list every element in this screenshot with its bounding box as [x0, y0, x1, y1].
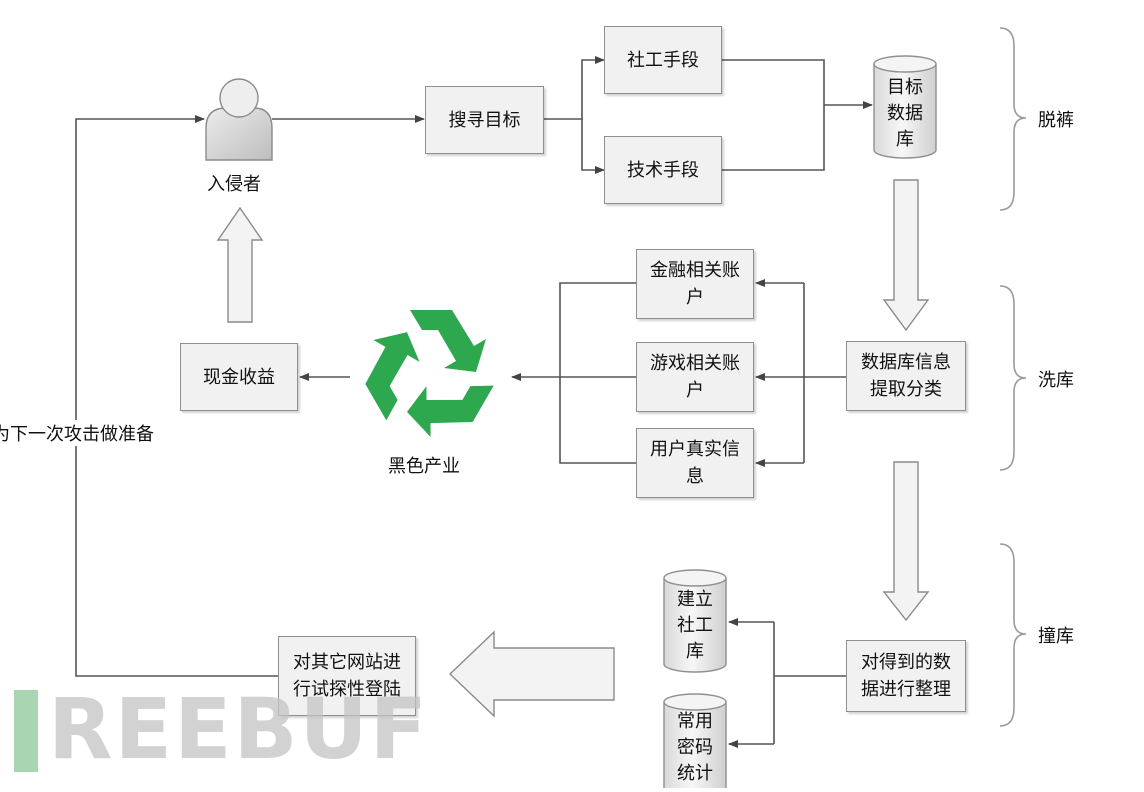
intruder-label: 入侵者	[207, 174, 261, 195]
node-target-db: 目标 数据 库	[887, 76, 923, 151]
node-social-db: 建立 社工 库	[677, 588, 713, 663]
node-try-login: 对其它网站进 行试探性登陆	[278, 636, 416, 716]
cylinder-target-db	[873, 55, 937, 159]
arrow-search-to-social	[544, 56, 605, 120]
arrow-loop-back	[75, 115, 278, 677]
stage-label-stage1: 脱裤	[1038, 110, 1074, 131]
brace-stage3	[999, 543, 1027, 727]
recycle-arrow-3	[365, 332, 420, 421]
arrow-search-to-tech	[581, 119, 605, 174]
node-organize-data: 对得到的数 据进行整理	[846, 640, 966, 712]
node-password-stats: 常用 密码 统计	[677, 710, 713, 785]
node-finance-accounts: 金融相关账 户	[636, 249, 754, 319]
stage-label-stage3: 撞库	[1038, 626, 1074, 647]
node-search-target: 搜寻目标	[425, 86, 544, 154]
cylinder-password-stats	[663, 693, 727, 788]
node-cash-income: 现金收益	[180, 343, 298, 411]
arrow-means-to-targetdb	[722, 59, 825, 171]
node-tech-means: 技术手段	[604, 136, 722, 204]
brace-stage2	[999, 285, 1027, 471]
node-game-accounts: 游戏相关账 户	[636, 342, 754, 412]
watermark-bar	[14, 690, 38, 772]
loop-label: 为下一次攻击做准备	[0, 420, 156, 446]
node-db-extract: 数据库信息 提取分类	[846, 341, 966, 411]
cylinder-social-db	[663, 569, 727, 673]
person-icon	[205, 78, 273, 161]
arrow-categories-to-blackindustry	[559, 282, 636, 464]
block-arrow-up	[216, 206, 264, 323]
node-real-info: 用户真实信 息	[636, 428, 754, 498]
block-arrow-left	[448, 630, 615, 718]
recycle-arrow-2	[407, 385, 494, 437]
block-arrow-down-1	[882, 179, 930, 332]
black-industry-label: 黑色产业	[388, 456, 460, 477]
brace-stage1	[999, 27, 1027, 211]
node-social-means: 社工手段	[604, 26, 722, 94]
watermark: REEBUF	[14, 680, 429, 778]
recycle-icon	[365, 310, 494, 437]
stage-label-stage2: 洗库	[1038, 370, 1074, 391]
recycle-arrow-1	[410, 310, 486, 372]
block-arrow-down-2	[882, 461, 930, 622]
